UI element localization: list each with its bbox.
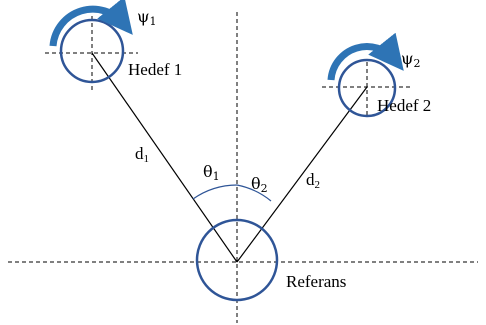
psi2-label: ψ2 [401,49,421,70]
psi2-rotation-icon [327,32,404,81]
reference-circle [195,218,279,302]
d1-label: d1 [135,144,149,165]
theta2-arc [236,184,272,202]
theta1-label: θ1 [203,162,220,183]
target1-label: Hedef 1 [128,60,182,79]
d1-line [91,52,238,263]
d2-line [236,86,368,263]
target2-label: Hedef 2 [377,96,431,115]
psi1-rotation-icon [49,0,133,47]
theta1-arc [192,184,238,200]
psi1-label: ψ1 [137,7,157,28]
reference-label: Referans [286,272,346,291]
theta2-label: θ2 [251,174,268,195]
target1-circle [59,18,125,84]
d2-label: d2 [306,170,320,191]
target2-circle [337,58,397,118]
